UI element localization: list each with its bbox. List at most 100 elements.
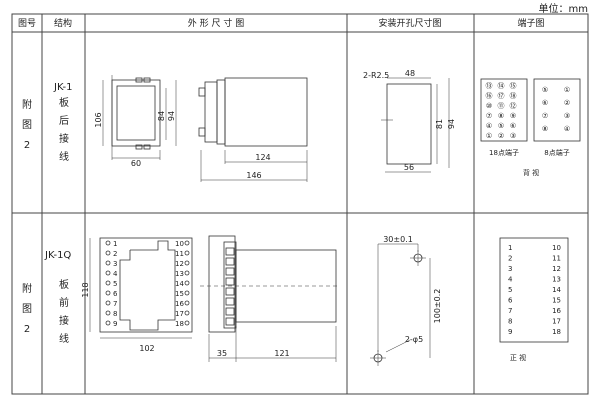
terminal-16: ⑯	[486, 92, 493, 100]
terminal-dot-left	[105, 240, 111, 246]
terminal-dot-right	[184, 320, 190, 326]
terminal-dot-right	[184, 280, 190, 286]
dim-56: 56	[404, 163, 414, 172]
terminal-left-2: 2	[113, 250, 117, 258]
terminal-right-10: 10	[175, 240, 184, 248]
terminal-right-17: 17	[175, 310, 184, 318]
dim-48: 48	[405, 69, 415, 78]
dim-35: 35	[217, 349, 227, 358]
list-left-6: 6	[508, 297, 513, 305]
terminal-right-18: 18	[175, 320, 184, 328]
dim-124: 124	[255, 153, 270, 162]
dim-94: 94	[167, 111, 176, 121]
terminal-13: ⑬	[486, 82, 493, 90]
list-right-11: 11	[552, 255, 561, 263]
list-right-17: 17	[552, 318, 561, 326]
svg-text:附: 附	[22, 98, 32, 111]
header-structure: 结构	[54, 17, 72, 29]
svg-text:JK-1Q: JK-1Q	[44, 250, 71, 261]
terminal-8pt-5: ⑤	[542, 86, 548, 94]
terminal-left-3: 3	[113, 260, 117, 268]
svg-text:接: 接	[59, 314, 69, 327]
terminal-17: ⑰	[498, 92, 505, 100]
terminal-dot-left	[105, 300, 111, 306]
terminal-left-6: 6	[113, 290, 118, 298]
list-left-3: 3	[508, 265, 512, 273]
side-terminal-head	[225, 277, 235, 286]
row2-cutout: 30±0.1 100±0.2 2-φ5	[370, 235, 442, 366]
side-terminal-head	[225, 247, 235, 256]
svg-text:前: 前	[59, 296, 69, 309]
list-right-14: 14	[552, 286, 561, 294]
dim-106: 106	[94, 112, 103, 127]
terminal-right-14: 14	[175, 280, 184, 288]
terminal-right-11: 11	[175, 250, 184, 258]
list-left-2: 2	[508, 255, 512, 263]
dim-84: 84	[157, 111, 166, 121]
terminal-1: ①	[486, 132, 492, 140]
list-left-5: 5	[508, 286, 512, 294]
terminal-right-15: 15	[175, 290, 184, 298]
row1-structure: JK-1 板 后 接 线	[53, 82, 72, 163]
terminal-dot-left	[105, 320, 111, 326]
terminal-right-13: 13	[175, 270, 184, 278]
terminal-dot-right	[184, 240, 190, 246]
list-left-8: 8	[508, 318, 512, 326]
terminal-dot-left	[105, 250, 111, 256]
row1-side-view: 124 146	[198, 77, 308, 182]
terminal-10: ⑩	[486, 102, 492, 110]
dim-30: 30±0.1	[383, 235, 413, 244]
side-terminal-head	[225, 297, 235, 306]
svg-text:后: 后	[59, 115, 69, 127]
dim-60: 60	[131, 159, 141, 168]
dim-holes: 2-φ5	[405, 335, 423, 344]
back-view-label: 背 视	[523, 168, 539, 177]
terminal-9: ⑨	[510, 112, 516, 120]
terminal-right-16: 16	[175, 300, 184, 308]
row2-structure: JK-1Q 板 前 接 线	[44, 250, 71, 345]
terminal-dot-left	[105, 280, 111, 286]
terminal-dot-right	[184, 300, 190, 306]
terminal-8pt-3: ③	[564, 112, 570, 120]
list-right-10: 10	[552, 244, 561, 252]
side-terminal-head	[225, 317, 235, 326]
list-right-12: 12	[552, 265, 561, 273]
svg-text:线: 线	[59, 150, 69, 163]
dim-121: 121	[274, 349, 289, 358]
unit-label: 单位：mm	[538, 4, 588, 15]
list-left-4: 4	[508, 276, 513, 284]
dim-81: 81	[435, 119, 444, 129]
dim-94b: 94	[447, 119, 456, 129]
terminal-15: ⑮	[510, 82, 517, 90]
terminal-2: ②	[498, 132, 504, 140]
list-left-1: 1	[508, 244, 512, 252]
side-terminal-head	[225, 267, 235, 276]
terminal-8pt-1: ①	[564, 86, 570, 94]
row1-front-view: 60 106 84 94	[94, 75, 177, 168]
row1-fig-label: 附 图 2	[22, 98, 32, 151]
terminal-5: ⑤	[498, 122, 504, 130]
side-terminal-head	[225, 307, 235, 316]
terminal-8: ⑧	[498, 112, 504, 120]
svg-text:2: 2	[24, 140, 30, 151]
terminal-right-12: 12	[175, 260, 184, 268]
terminal-3: ③	[510, 132, 516, 140]
terminal-dot-left	[105, 270, 111, 276]
terminal-left-8: 8	[113, 310, 117, 318]
svg-text:接: 接	[59, 132, 69, 145]
list-right-16: 16	[552, 307, 561, 315]
list-right-13: 13	[552, 276, 561, 284]
terminal-8pt-7: ⑦	[542, 112, 548, 120]
terminal-dot-right	[184, 250, 190, 256]
svg-text:板: 板	[59, 278, 69, 291]
svg-text:附: 附	[22, 282, 32, 295]
terminal-8pt-2: ②	[564, 99, 570, 107]
list-left-7: 7	[508, 307, 512, 315]
terminal-7: ⑦	[486, 112, 492, 120]
svg-text:线: 线	[59, 332, 69, 345]
terminal-11: ⑪	[498, 102, 505, 110]
